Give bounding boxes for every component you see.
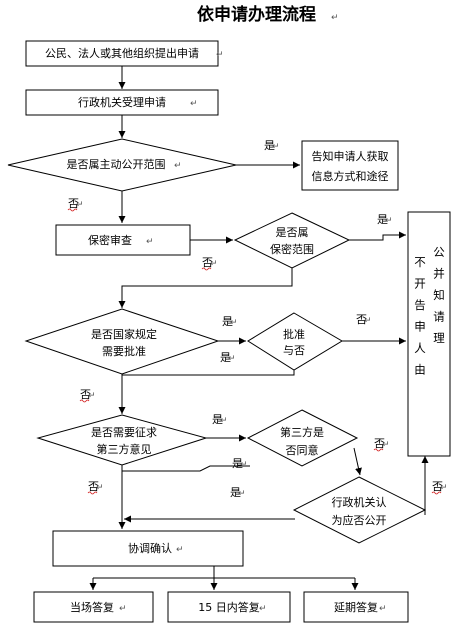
svg-text:↵: ↵ — [96, 483, 104, 493]
reject_col1-char: 开 — [414, 277, 426, 291]
node-scope-label: 是否属主动公开范围 — [67, 157, 166, 171]
paragraph-mark: ↵ — [331, 13, 339, 23]
svg-text:↵: ↵ — [220, 416, 228, 426]
svg-text:↵: ↵ — [238, 489, 246, 499]
node-reply-delay: 延期答复 — [303, 591, 409, 623]
node-reply-delay-label: 延期答复 — [334, 600, 378, 614]
edge-approve-back — [122, 370, 295, 376]
svg-text:↵: ↵ — [240, 460, 248, 470]
reject_col2-char: 并 — [433, 267, 445, 281]
reject_col1-char: 申 — [414, 320, 426, 334]
node-reply-15-label: 15 日内答复 — [198, 600, 260, 614]
svg-text:↵: ↵ — [385, 216, 393, 226]
node-notify: 告知申请人获取 信息方式和途径 — [301, 140, 399, 191]
label-no-secret: 否 — [202, 256, 213, 269]
node-agency-label-2: 为应否公开 — [332, 513, 387, 527]
svg-text:↵: ↵ — [228, 354, 236, 364]
node-accept-label: 行政机关受理申请 — [78, 95, 166, 109]
reject_col1-char: 由 — [414, 363, 426, 377]
label-yes-secret: 是 — [377, 213, 388, 226]
label-yes-approve-back: 是 — [220, 351, 231, 364]
node-notify-label-2: 信息方式和途径 — [312, 169, 389, 183]
node-approve-decision: 批准 与否 — [247, 312, 343, 371]
node-confidential-review: 保密审查 — [55, 224, 191, 256]
svg-text:↵: ↵ — [216, 50, 224, 60]
svg-text:↵: ↵ — [230, 318, 238, 328]
node-apply: 公民、法人或其他组织提出申请 — [25, 40, 219, 67]
label-no-approve: 否 — [356, 313, 367, 326]
svg-text:↵: ↵ — [440, 483, 448, 493]
paragraph-marks: ↵ ↵ ↵ ↵ ↵ ↵ ↵ ↵ ↵ ↵ ↵ ↵ ↵ ↵ ↵ ↵ ↵ ↵ ↵ ↵ … — [76, 50, 448, 614]
reject_col2-char: 理 — [433, 331, 445, 345]
reject_col2-char: 知 — [433, 288, 445, 302]
node-third-agree-label-1: 第三方是 — [280, 425, 324, 439]
node-third-agree-label-2: 否同意 — [286, 443, 319, 457]
label-no-third: 否 — [88, 480, 99, 493]
node-coordinate-label: 协调确认 — [128, 541, 172, 555]
svg-text:↵: ↵ — [272, 142, 280, 152]
node-agency-decision: 行政机关认 为应否公开 — [292, 476, 427, 544]
edge-secret-state — [118, 268, 293, 308]
svg-text:↵: ↵ — [379, 604, 387, 614]
node-accept: 行政机关受理申请 — [25, 89, 219, 116]
label-no-scope: 否 — [68, 197, 79, 210]
svg-text:↵: ↵ — [119, 604, 127, 614]
node-state-decision: 是否国家规定 需要批准 — [24, 308, 220, 375]
svg-text:↵: ↵ — [210, 259, 218, 269]
node-third-decision: 是否需要征求 第三方意见 — [36, 414, 208, 466]
node-notify-label-1: 告知申请人获取 — [312, 149, 389, 163]
node-approve-label-2: 与否 — [283, 344, 305, 357]
reject_col1-char: 告 — [414, 298, 426, 312]
svg-text:↵: ↵ — [382, 440, 390, 450]
node-coordinate: 协调确认 — [52, 530, 244, 567]
spellcheck-squiggles — [67, 208, 442, 495]
svg-text:↵: ↵ — [76, 200, 84, 210]
reject_col1-char: 不 — [414, 255, 426, 269]
node-confidential-review-label: 保密审查 — [88, 233, 132, 247]
edge-secret-reject — [349, 231, 406, 241]
node-secret-label-1: 是否属 — [276, 226, 309, 239]
node-third-label-1: 是否需要征求 — [91, 426, 157, 439]
node-state-label-1: 是否国家规定 — [91, 327, 157, 341]
edge-agree-agency — [353, 447, 362, 476]
node-agency-label-1: 行政机关认 — [332, 495, 387, 509]
node-apply-label: 公民、法人或其他组织提出申请 — [45, 46, 199, 60]
label-no-third-agree: 否 — [374, 437, 385, 450]
svg-text:↵: ↵ — [259, 604, 267, 614]
node-reply-now: 当场答复 — [33, 591, 154, 623]
page-title: 依申请办理流程 — [197, 4, 316, 25]
node-secret-decision: 是否属 保密范围 — [233, 212, 351, 269]
label-yes-agency: 是 — [230, 486, 241, 499]
node-reply-15-days: 15 日内答复 — [167, 591, 291, 623]
reject_col2-char: 公 — [433, 245, 445, 259]
label-no-agency: 否 — [432, 480, 443, 493]
node-third-agree-decision: 第三方是 否同意 — [246, 409, 359, 467]
svg-text:↵: ↵ — [364, 316, 372, 326]
node-reject-reason — [407, 211, 451, 457]
svg-text:↵: ↵ — [176, 545, 184, 555]
svg-text:↵: ↵ — [174, 161, 182, 171]
node-secret-label-2: 保密范围 — [270, 242, 314, 256]
label-yes-third: 是 — [212, 413, 223, 426]
reject_col2-char: 请 — [433, 310, 445, 324]
label-yes-scope: 是 — [264, 139, 275, 152]
edge-labels: 是 否 是 否 是 否 是 否 是 否 是 否 是 否 — [68, 139, 443, 499]
node-scope-decision: 是否属主动公开范围 — [7, 138, 237, 192]
connectors — [89, 66, 429, 590]
node-third-label-2: 第三方意见 — [97, 442, 152, 456]
svg-text:↵: ↵ — [146, 237, 154, 247]
svg-text:↵: ↵ — [88, 391, 96, 401]
node-state-label-2: 需要批准 — [102, 344, 146, 358]
svg-text:↵: ↵ — [190, 99, 198, 109]
label-no-state: 否 — [80, 388, 91, 401]
node-reply-now-label: 当场答复 — [70, 600, 114, 614]
edge-agree-back — [122, 465, 250, 472]
label-yes-state: 是 — [222, 315, 233, 328]
reject_col1-char: 人 — [414, 341, 426, 355]
label-yes-third-agree-back: 是 — [232, 457, 243, 470]
node-approve-label-1: 批准 — [283, 327, 305, 341]
